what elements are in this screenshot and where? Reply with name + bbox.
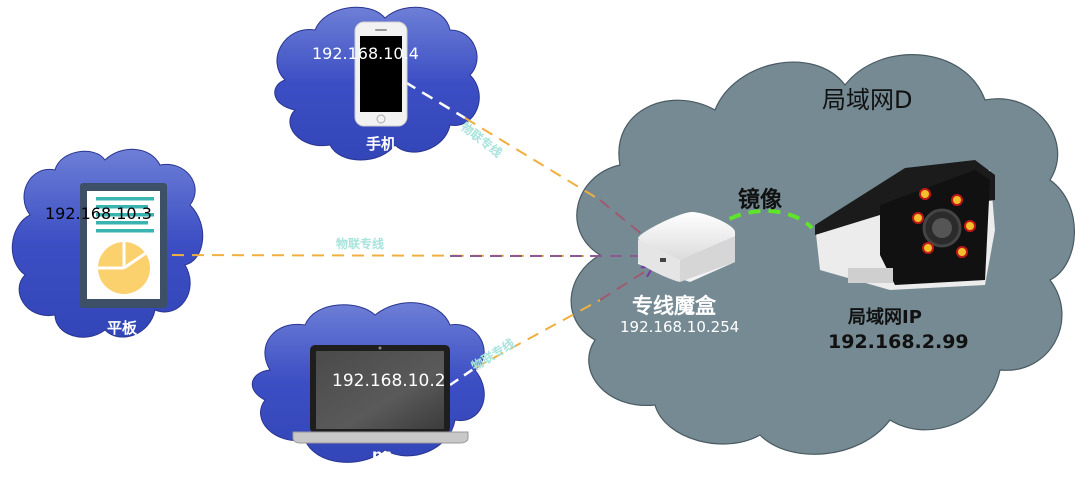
link-line-phone-white <box>404 80 466 120</box>
link-line-pc <box>474 299 601 369</box>
link-line-pc-arrow <box>599 267 652 301</box>
box-ip: 192.168.10.254 <box>620 318 740 336</box>
camera-ip: 192.168.2.99 <box>828 331 969 353</box>
link-line-tablet <box>151 254 601 257</box>
tablet-icon <box>80 183 167 308</box>
laptop-icon <box>292 345 469 444</box>
tablet-ip: 192.168.10.3 <box>45 204 152 223</box>
phone-icon <box>354 21 408 127</box>
pc-ip: 192.168.10.2 <box>332 371 446 391</box>
phone-ip: 192.168.10.4 <box>312 44 419 63</box>
link-line-phone-arrow <box>599 199 655 245</box>
magic-box-icon <box>638 212 735 282</box>
box-name: 专线魔盒 <box>632 294 716 318</box>
mirror-label: 镜像 <box>738 188 783 213</box>
link-label-tablet: 物联专线 <box>336 237 385 251</box>
link-line-phone <box>464 117 601 201</box>
camera-icon <box>815 160 995 290</box>
camera-name: 局域网IP <box>848 307 922 328</box>
tablet-name: 平板 <box>107 319 138 337</box>
phone-name: 手机 <box>366 135 397 153</box>
lan-cloud-title: 局域网D <box>822 86 913 114</box>
link-line-pc-white <box>449 366 476 387</box>
pc-name: pc <box>372 446 392 464</box>
